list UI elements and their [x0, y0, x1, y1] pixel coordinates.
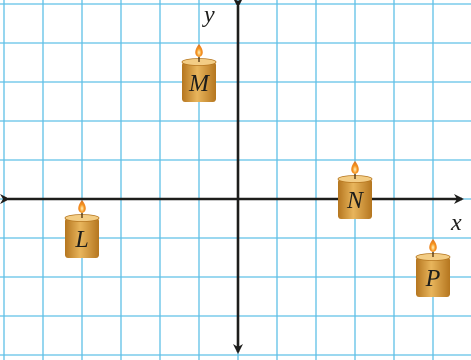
- y-axis-label: y: [202, 2, 215, 28]
- point-label-l: L: [74, 227, 88, 253]
- candle-flame-icon: [429, 239, 437, 252]
- candle-flame-icon: [195, 44, 203, 57]
- x-axis-label: x: [450, 210, 462, 236]
- candle-flame-icon: [78, 200, 86, 213]
- plotted-points: M L N P: [64, 44, 451, 297]
- candle-point-m: M: [181, 44, 217, 102]
- candle-point-n: N: [337, 161, 373, 219]
- candle-body: [182, 62, 216, 102]
- point-label-m: M: [188, 71, 211, 97]
- candle-point-l: L: [64, 200, 100, 258]
- candle-point-p: P: [415, 239, 451, 297]
- candle-body: [416, 257, 450, 297]
- candle-body: [65, 218, 99, 258]
- point-label-p: P: [425, 266, 441, 292]
- candle-body: [338, 179, 372, 219]
- point-label-n: N: [346, 188, 365, 214]
- candle-flame-icon: [351, 161, 359, 174]
- axes: x y: [0, 0, 464, 354]
